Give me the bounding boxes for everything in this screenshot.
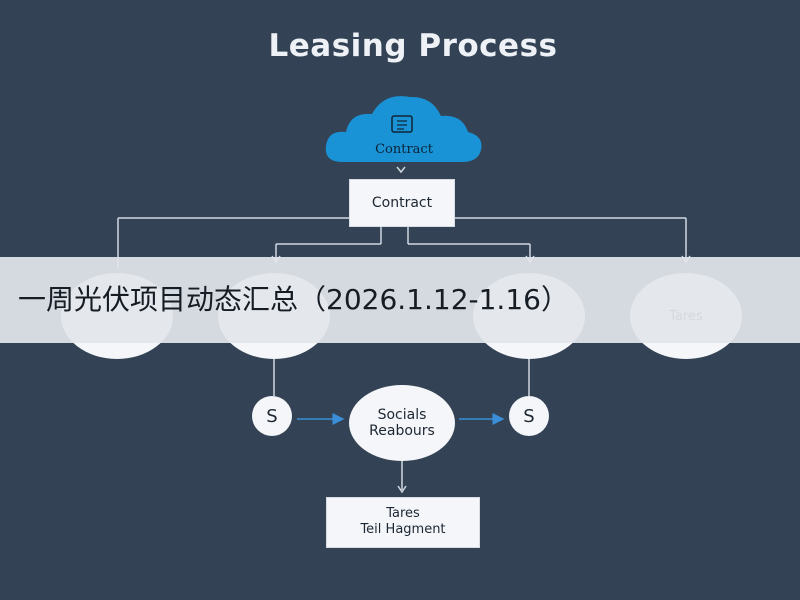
chevron-down-icon	[396, 166, 406, 174]
cloud-label: Contract	[375, 142, 434, 157]
bottom-box-line2: Teil Hagment	[360, 522, 446, 537]
center-node-line1: Socials	[377, 407, 427, 423]
page-title: Leasing Process	[268, 28, 558, 64]
bottom-box-line1: Tares	[386, 506, 420, 521]
overlay-banner: 一周光伏项目动态汇总（2026.1.12-1.16）	[0, 257, 800, 343]
center-node: Socials Reabours	[349, 385, 455, 461]
s-node-left: S	[252, 396, 292, 436]
s-node-right: S	[509, 396, 549, 436]
center-node-line2: Reabours	[369, 423, 435, 439]
bottom-box: Tares Teil Hagment	[326, 497, 480, 548]
contract-box: Contract	[349, 179, 455, 227]
document-icon	[391, 115, 413, 133]
